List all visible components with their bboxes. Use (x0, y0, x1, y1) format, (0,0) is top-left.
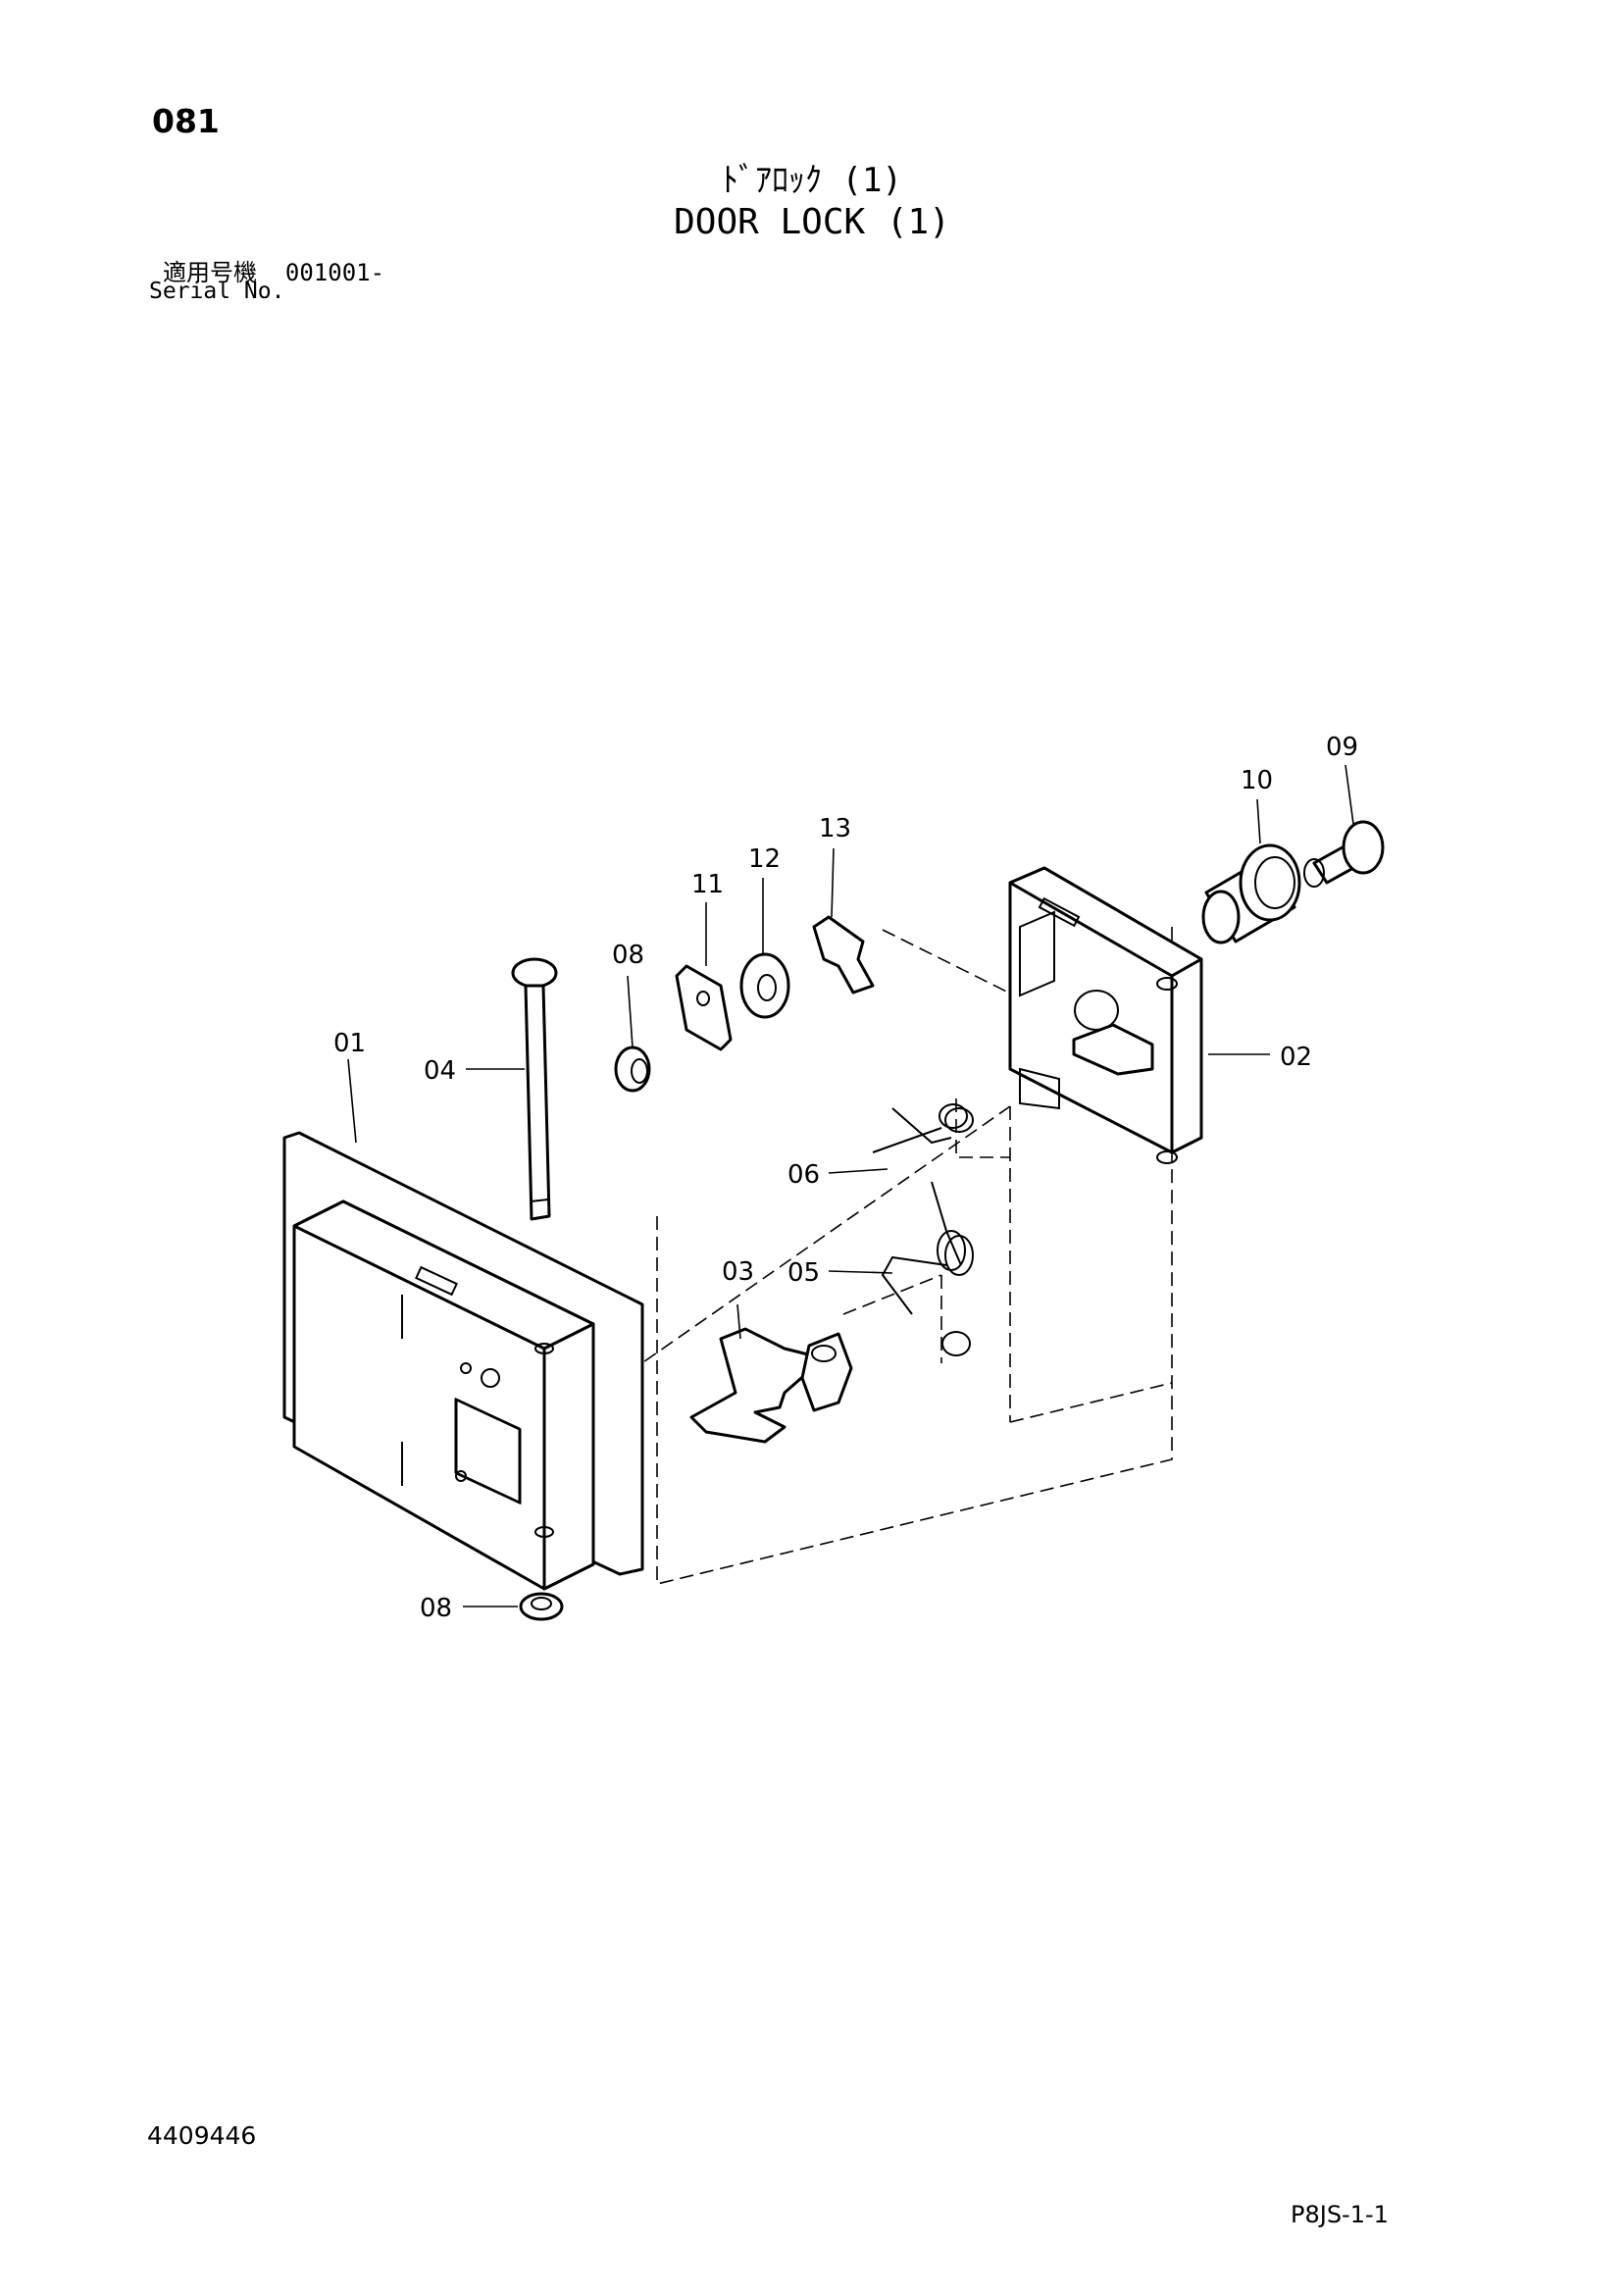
part-label-12: 12 (748, 844, 781, 874)
leader-lines (347, 764, 1354, 1607)
part-labels: 01 02 03 04 05 06 08 08 09 10 11 12 13 (333, 733, 1358, 1623)
part-label-11: 11 (691, 870, 724, 899)
serial-value: 001001- (284, 259, 385, 286)
part-06-torsion-spring (872, 1103, 974, 1153)
part-01-lock-plate (282, 1131, 644, 1591)
part-label-08-upper: 08 (612, 941, 644, 970)
part-05-spring (881, 1181, 974, 1356)
part-label-08-lower: 08 (420, 1594, 452, 1623)
part-label-03: 03 (722, 1257, 754, 1287)
sheet-code: P8JS-1-1 (1291, 2201, 1389, 2228)
part-04-pin (511, 957, 558, 1221)
part-label-02: 02 (1280, 1043, 1312, 1072)
page-title-jp: ﾄﾞｱﾛｯｸ (1) (722, 161, 902, 200)
part-label-10: 10 (1241, 766, 1273, 795)
drawing-number: 4409446 (147, 2121, 257, 2150)
part-label-06: 06 (787, 1160, 820, 1190)
part-label-04: 04 (424, 1056, 456, 1086)
page-title-en: DOOR LOCK (1) (674, 202, 950, 242)
page-number: 081 (152, 102, 220, 140)
part-09-cylinder (1303, 820, 1385, 888)
part-11-plate (675, 964, 733, 1051)
part-13-clip (812, 915, 875, 995)
part-12-washer (739, 952, 790, 1019)
part-label-09: 09 (1326, 733, 1358, 762)
part-02-lock-frame (1008, 866, 1203, 1164)
part-label-01: 01 (333, 1029, 366, 1058)
part-10-cylinder-housing (1201, 843, 1301, 944)
part-label-05: 05 (787, 1258, 820, 1288)
serial-range: 適用号機 001001- (163, 253, 384, 287)
part-08-retaining-ring-lower (519, 1592, 564, 1621)
serial-label-jp: 適用号機 (163, 259, 257, 286)
part-03-latch-cam (689, 1327, 853, 1444)
part-label-13: 13 (819, 814, 851, 843)
serial-label-en: Serial No. (149, 279, 285, 304)
